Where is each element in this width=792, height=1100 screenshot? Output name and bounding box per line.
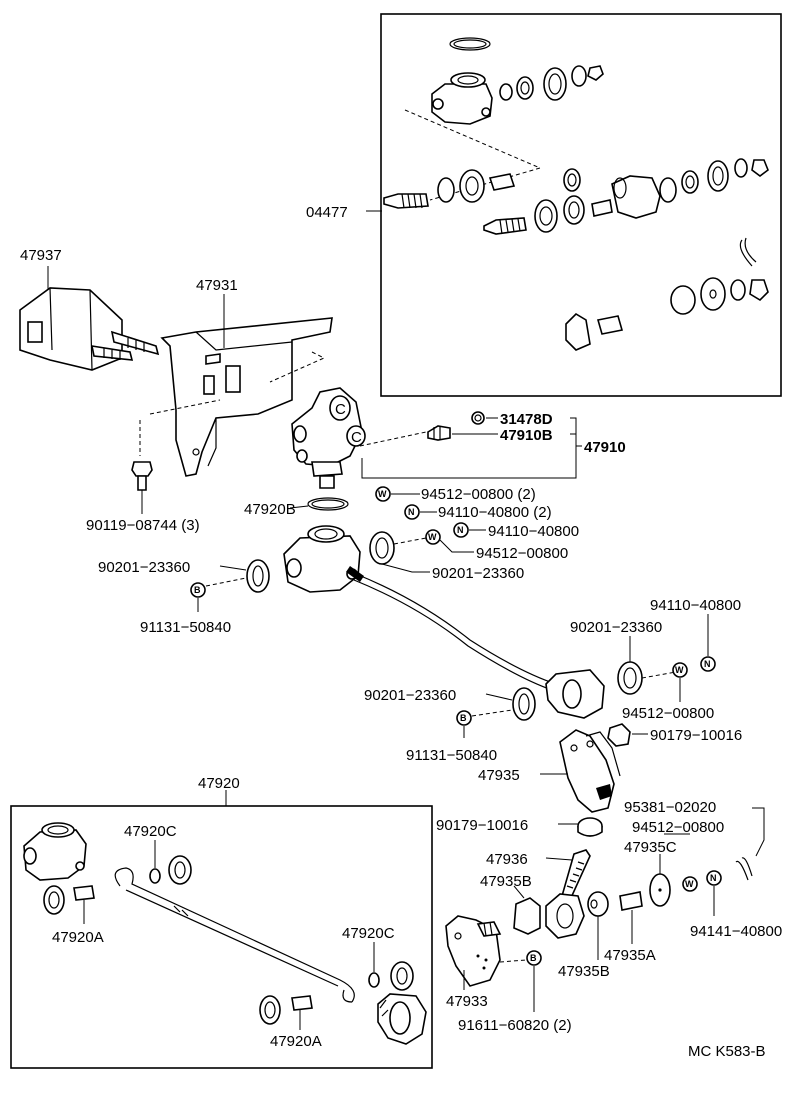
- svg-text:C: C: [335, 401, 346, 418]
- bushing-47935B-b: [587, 891, 609, 917]
- nut-symbol-94110-b: N: [700, 656, 716, 672]
- label-47931: 47931: [196, 277, 238, 294]
- label-94110-40800-2: 94110−40800 (2): [438, 504, 552, 521]
- kit-box-04477: [380, 13, 782, 397]
- label-47935: 47935: [478, 767, 520, 784]
- label-47910B: 47910B: [500, 427, 553, 444]
- svg-text:N: N: [408, 507, 415, 517]
- label-90179-10016-b: 90179−10016: [436, 817, 528, 834]
- washer-90201-23360-b: [369, 531, 395, 565]
- valve-assembly-47910: C C: [291, 387, 366, 489]
- svg-text:W: W: [685, 879, 694, 889]
- svg-text:W: W: [428, 532, 437, 542]
- bracket-47931: [160, 317, 333, 477]
- label-94512-00800-b: 94512−00800: [622, 705, 714, 722]
- washer-47935C: [649, 873, 671, 907]
- washer-90201-23360-a: [246, 559, 270, 593]
- svg-text:N: N: [710, 873, 717, 883]
- label-31478D: 31478D: [500, 411, 553, 428]
- bushing-47935B-a: [513, 897, 541, 935]
- label-94512-00800-c: 94512−00800: [632, 819, 724, 836]
- nut-symbol-94110-a: N: [453, 522, 469, 538]
- collar-47935A: [619, 891, 643, 911]
- label-47936: 47936: [486, 851, 528, 868]
- svg-text:B: B: [194, 585, 201, 595]
- kit-box-47920: [10, 805, 433, 1069]
- label-95381-02020: 95381−02020: [624, 799, 716, 816]
- plate-47933: [445, 915, 502, 987]
- label-94110-40800-b: 94110−40800: [650, 597, 741, 614]
- label-90201-23360-b: 90201−23360: [432, 565, 524, 582]
- svg-text:B: B: [530, 953, 537, 963]
- kit-04477-exploded-parts: [383, 37, 769, 351]
- label-04477: 04477: [306, 204, 348, 221]
- bolt-symbol-91131-a: B: [190, 582, 206, 598]
- label-90201-23360-a: 90201−23360: [98, 559, 190, 576]
- label-94512-00800-2: 94512−00800 (2): [421, 486, 536, 503]
- label-47920C-a: 47920C: [124, 823, 177, 840]
- label-91131-50840-a: 91131−50840: [140, 619, 231, 636]
- part-31478D: [471, 411, 485, 425]
- washer-symbol-94512-a: W: [425, 529, 441, 545]
- label-47937: 47937: [20, 247, 62, 264]
- nut-symbol-94141: N: [706, 870, 722, 886]
- label-90179-10016-a: 90179−10016: [650, 727, 742, 744]
- label-47920A-a: 47920A: [52, 929, 104, 946]
- bracket-47935: [559, 729, 621, 813]
- label-94512-00800-a: 94512−00800: [476, 545, 568, 562]
- label-47933: 47933: [446, 993, 488, 1010]
- bracket-47937: [19, 287, 160, 371]
- svg-text:C: C: [351, 429, 362, 446]
- svg-text:W: W: [675, 665, 684, 675]
- bolt-90119-08744: [131, 461, 153, 491]
- label-90201-23360-d: 90201−23360: [364, 687, 456, 704]
- nut-90179-10016-b: [577, 817, 603, 837]
- bolt-symbol-91611: B: [526, 950, 542, 966]
- svg-text:W: W: [378, 489, 387, 499]
- label-47935B-b: 47935B: [558, 963, 610, 980]
- nut-symbol-94110-2: N: [404, 504, 420, 520]
- label-90201-23360-c: 90201−23360: [570, 619, 662, 636]
- label-47920A-b: 47920A: [270, 1033, 322, 1050]
- label-90119-08744: 90119−08744 (3): [86, 517, 200, 534]
- svg-text:N: N: [704, 659, 711, 669]
- part-47910B: [427, 425, 451, 441]
- label-47920: 47920: [198, 775, 240, 792]
- svg-text:N: N: [457, 525, 464, 535]
- washer-90201-23360-d: [512, 687, 536, 721]
- label-47935C: 47935C: [624, 839, 677, 856]
- label-47935A: 47935A: [604, 947, 656, 964]
- link-eye: [545, 893, 585, 939]
- kit-47920-parts: [23, 822, 427, 1045]
- valve-body-with-link: [283, 525, 605, 719]
- washer-symbol-94512-2: W: [375, 486, 391, 502]
- washer-symbol-94512-c: W: [682, 876, 698, 892]
- diagram-reference-code: MC K583-B: [688, 1043, 766, 1060]
- label-94141-40800: 94141−40800: [690, 923, 782, 940]
- washer-90201-23360-c: [617, 661, 643, 695]
- bolt-symbol-91131-b: B: [456, 710, 472, 726]
- label-91611-60820: 91611−60820 (2): [458, 1017, 572, 1034]
- label-47910: 47910: [584, 439, 626, 456]
- snap-ring-47920B: [307, 497, 349, 511]
- label-47935B-a: 47935B: [480, 873, 532, 890]
- label-91131-50840-b: 91131−50840: [406, 747, 497, 764]
- washer-symbol-94512-b: W: [672, 662, 688, 678]
- label-47920C-b: 47920C: [342, 925, 395, 942]
- svg-text:B: B: [460, 713, 467, 723]
- nut-90179-10016-a: [607, 723, 631, 747]
- label-94110-40800-a: 94110−40800: [488, 523, 579, 540]
- label-47920B: 47920B: [244, 501, 296, 518]
- stud-47936: [561, 849, 591, 902]
